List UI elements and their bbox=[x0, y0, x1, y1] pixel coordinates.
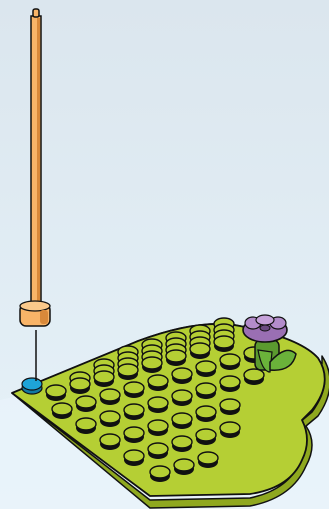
stud bbox=[142, 357, 162, 369]
stud bbox=[94, 371, 114, 383]
stud bbox=[124, 427, 144, 439]
stud bbox=[172, 413, 192, 425]
stud bbox=[196, 406, 216, 418]
stud bbox=[148, 397, 168, 409]
stud bbox=[148, 443, 168, 455]
stud bbox=[76, 418, 96, 430]
stud bbox=[46, 385, 66, 397]
stud bbox=[172, 368, 192, 380]
stud bbox=[148, 375, 168, 387]
stud bbox=[166, 350, 186, 362]
stud bbox=[198, 452, 218, 464]
stud bbox=[172, 390, 192, 402]
stud bbox=[174, 459, 194, 471]
stud bbox=[76, 396, 96, 408]
stud bbox=[124, 450, 144, 462]
stud bbox=[100, 389, 120, 401]
stud bbox=[214, 336, 234, 348]
stud bbox=[220, 422, 240, 434]
stud bbox=[196, 383, 216, 395]
stud bbox=[124, 404, 144, 416]
stud bbox=[244, 369, 264, 381]
stud bbox=[196, 429, 216, 441]
stud bbox=[196, 361, 216, 373]
highlighted-stud bbox=[22, 378, 42, 394]
stud bbox=[220, 399, 240, 411]
stud bbox=[190, 343, 210, 355]
stud bbox=[150, 466, 170, 478]
stud bbox=[100, 411, 120, 423]
stud bbox=[52, 403, 72, 415]
stud bbox=[118, 364, 138, 376]
stud bbox=[220, 376, 240, 388]
stud bbox=[220, 354, 240, 366]
stud bbox=[70, 378, 90, 390]
stud bbox=[100, 434, 120, 446]
stud bbox=[124, 382, 144, 394]
stud bbox=[148, 420, 168, 432]
stud bbox=[172, 436, 192, 448]
